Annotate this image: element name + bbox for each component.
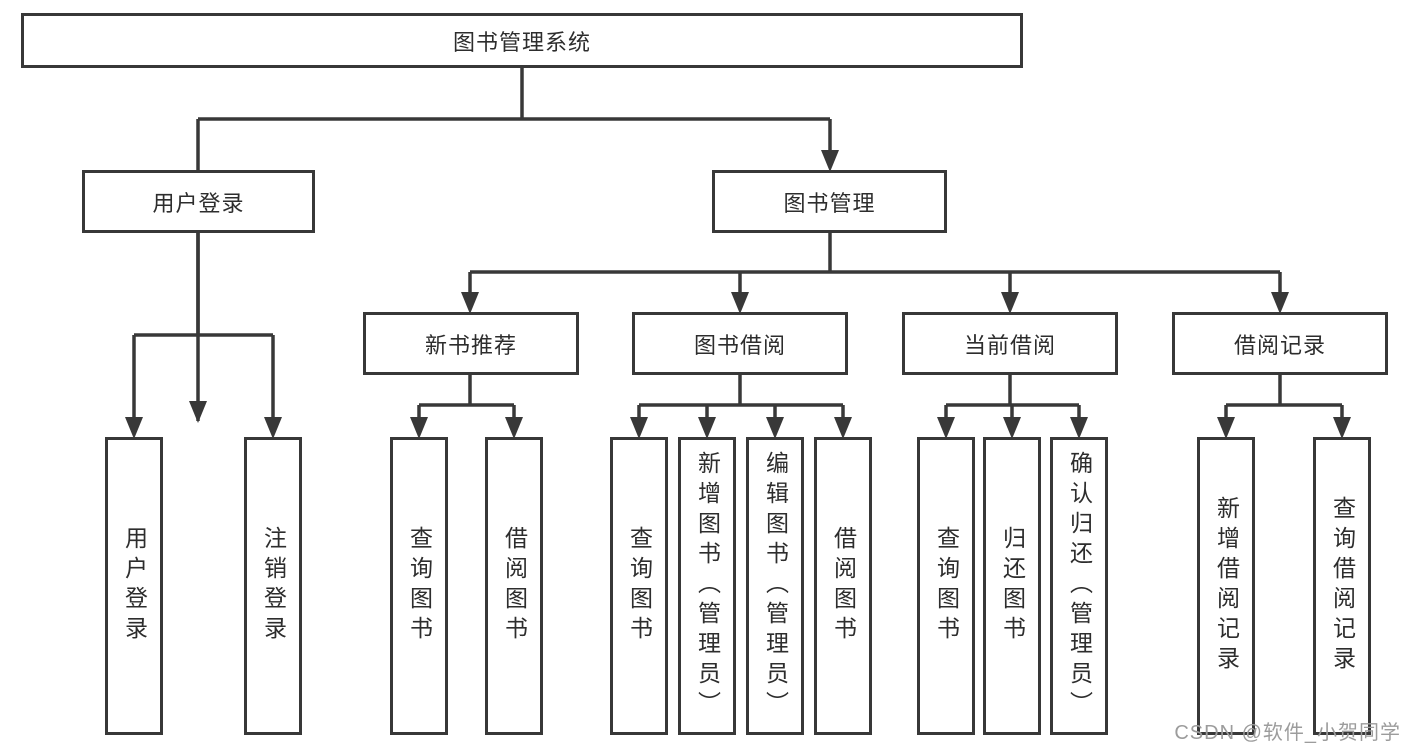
connector-user-login	[132, 231, 275, 421]
leaf-bb-add-books-admin: 新增图书（管理员）	[678, 437, 736, 735]
leaf-cb-query-books: 查询图书	[917, 437, 975, 735]
connector-book-borrow	[637, 373, 845, 421]
node-book-management: 图书管理	[712, 170, 947, 233]
node-user-login-label: 用户登录	[152, 190, 245, 216]
leaf-logout-login: 注销登录	[244, 437, 302, 735]
node-borrow-records: 借阅记录	[1172, 312, 1388, 375]
arrow-icon	[630, 417, 648, 439]
arrow-icon	[410, 417, 428, 439]
node-new-book-recommend-label: 新书推荐	[424, 332, 517, 358]
arrow-icon	[731, 292, 749, 314]
connector-root	[196, 66, 832, 421]
arrow-icon	[937, 417, 955, 439]
node-borrow-records-label: 借阅记录	[1233, 332, 1326, 358]
arrow-icon	[1070, 417, 1088, 439]
arrow-icon	[1333, 417, 1351, 439]
node-root: 图书管理系统	[21, 13, 1023, 68]
leaf-br-add-record: 新增借阅记录	[1197, 437, 1255, 735]
arrow-icon	[189, 401, 207, 423]
leaf-user-login: 用户登录	[105, 437, 163, 735]
leaf-cb-return-books: 归还图书	[983, 437, 1041, 735]
arrow-icon	[505, 417, 523, 439]
connector-borrow-records	[1224, 373, 1344, 421]
node-book-borrowing-label: 图书借阅	[693, 332, 786, 358]
leaf-cb-return-books-label: 归还图书	[999, 526, 1026, 646]
arrow-icon	[1003, 417, 1021, 439]
leaf-nb-query-books-label: 查询图书	[406, 526, 433, 646]
leaf-bb-query-books-label: 查询图书	[626, 526, 653, 646]
leaf-bb-edit-books-admin-label: 编辑图书（管理员）	[762, 451, 789, 721]
connector-book-mgmt	[468, 231, 1282, 296]
node-book-management-label: 图书管理	[783, 190, 876, 216]
leaf-nb-borrow-books: 借阅图书	[485, 437, 543, 735]
node-user-login: 用户登录	[82, 170, 315, 233]
leaf-bb-borrow-books-label: 借阅图书	[830, 526, 857, 646]
leaf-cb-query-books-label: 查询图书	[933, 526, 960, 646]
arrow-icon	[821, 150, 839, 172]
leaf-bb-borrow-books: 借阅图书	[814, 437, 872, 735]
leaf-logout-login-label: 注销登录	[260, 526, 287, 646]
leaf-nb-borrow-books-label: 借阅图书	[501, 526, 528, 646]
connector-new-book	[417, 373, 516, 421]
node-root-label: 图书管理系统	[452, 29, 591, 55]
node-current-borrowing: 当前借阅	[902, 312, 1118, 375]
leaf-cb-confirm-return-admin-label: 确认归还（管理员）	[1066, 451, 1093, 721]
leaf-user-login-label: 用户登录	[121, 526, 148, 646]
node-new-book-recommend: 新书推荐	[363, 312, 579, 375]
arrow-icon	[1001, 292, 1019, 314]
leaf-nb-query-books: 查询图书	[390, 437, 448, 735]
leaf-br-query-record-label: 查询借阅记录	[1329, 496, 1356, 676]
leaf-br-add-record-label: 新增借阅记录	[1213, 496, 1240, 676]
leaf-bb-query-books: 查询图书	[610, 437, 668, 735]
arrow-icon	[1271, 292, 1289, 314]
watermark: CSDN @软件_小贺同学	[1174, 722, 1401, 744]
arrow-icon	[698, 417, 716, 439]
arrow-icon	[834, 417, 852, 439]
leaf-cb-confirm-return-admin: 确认归还（管理员）	[1050, 437, 1108, 735]
arrow-icon	[264, 417, 282, 439]
arrow-icon	[1217, 417, 1235, 439]
node-current-borrowing-label: 当前借阅	[963, 332, 1056, 358]
arrow-icon	[766, 417, 784, 439]
leaf-br-query-record: 查询借阅记录	[1313, 437, 1371, 735]
connector-current-borrow	[944, 373, 1081, 421]
arrow-icon	[125, 417, 143, 439]
node-book-borrowing: 图书借阅	[632, 312, 848, 375]
leaf-bb-add-books-admin-label: 新增图书（管理员）	[694, 451, 721, 721]
leaf-bb-edit-books-admin: 编辑图书（管理员）	[746, 437, 804, 735]
arrow-icon	[461, 292, 479, 314]
